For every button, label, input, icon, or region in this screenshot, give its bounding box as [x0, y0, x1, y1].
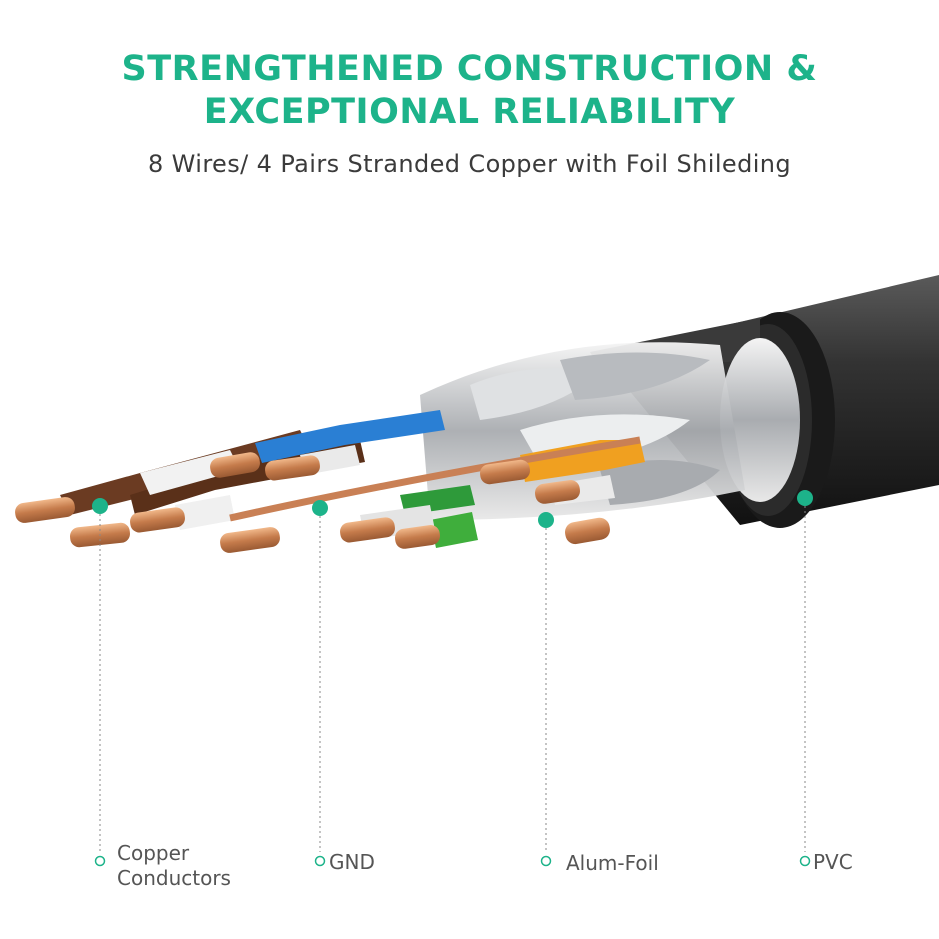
label-copper-conductors: Copper Conductors	[117, 841, 231, 891]
copper-conductor-tips	[15, 452, 610, 553]
callout-alum-foil	[538, 512, 554, 867]
callout-pvc	[797, 490, 813, 867]
label-alum-foil: Alum-Foil	[566, 851, 659, 875]
marker-dot-pvc	[797, 490, 813, 506]
marker-dot-copper	[92, 498, 108, 514]
headline-line-2: EXCEPTIONAL RELIABILITY	[203, 92, 736, 132]
callout-copper	[92, 498, 108, 867]
callout-gnd	[312, 500, 328, 867]
label-copper-line1: Copper	[117, 841, 190, 865]
marker-dot-alum-foil	[538, 512, 554, 528]
label-gnd: GND	[329, 850, 375, 874]
label-copper-line2: Conductors	[117, 866, 231, 890]
subtitle: 8 Wires/ 4 Pairs Stranded Copper with Fo…	[147, 150, 792, 178]
marker-dot-gnd	[312, 500, 328, 516]
gnd-drain-wire	[229, 436, 641, 522]
label-pvc: PVC	[813, 850, 853, 874]
headline-line-1: STRENGTHENED CONSTRUCTION &	[121, 49, 818, 89]
